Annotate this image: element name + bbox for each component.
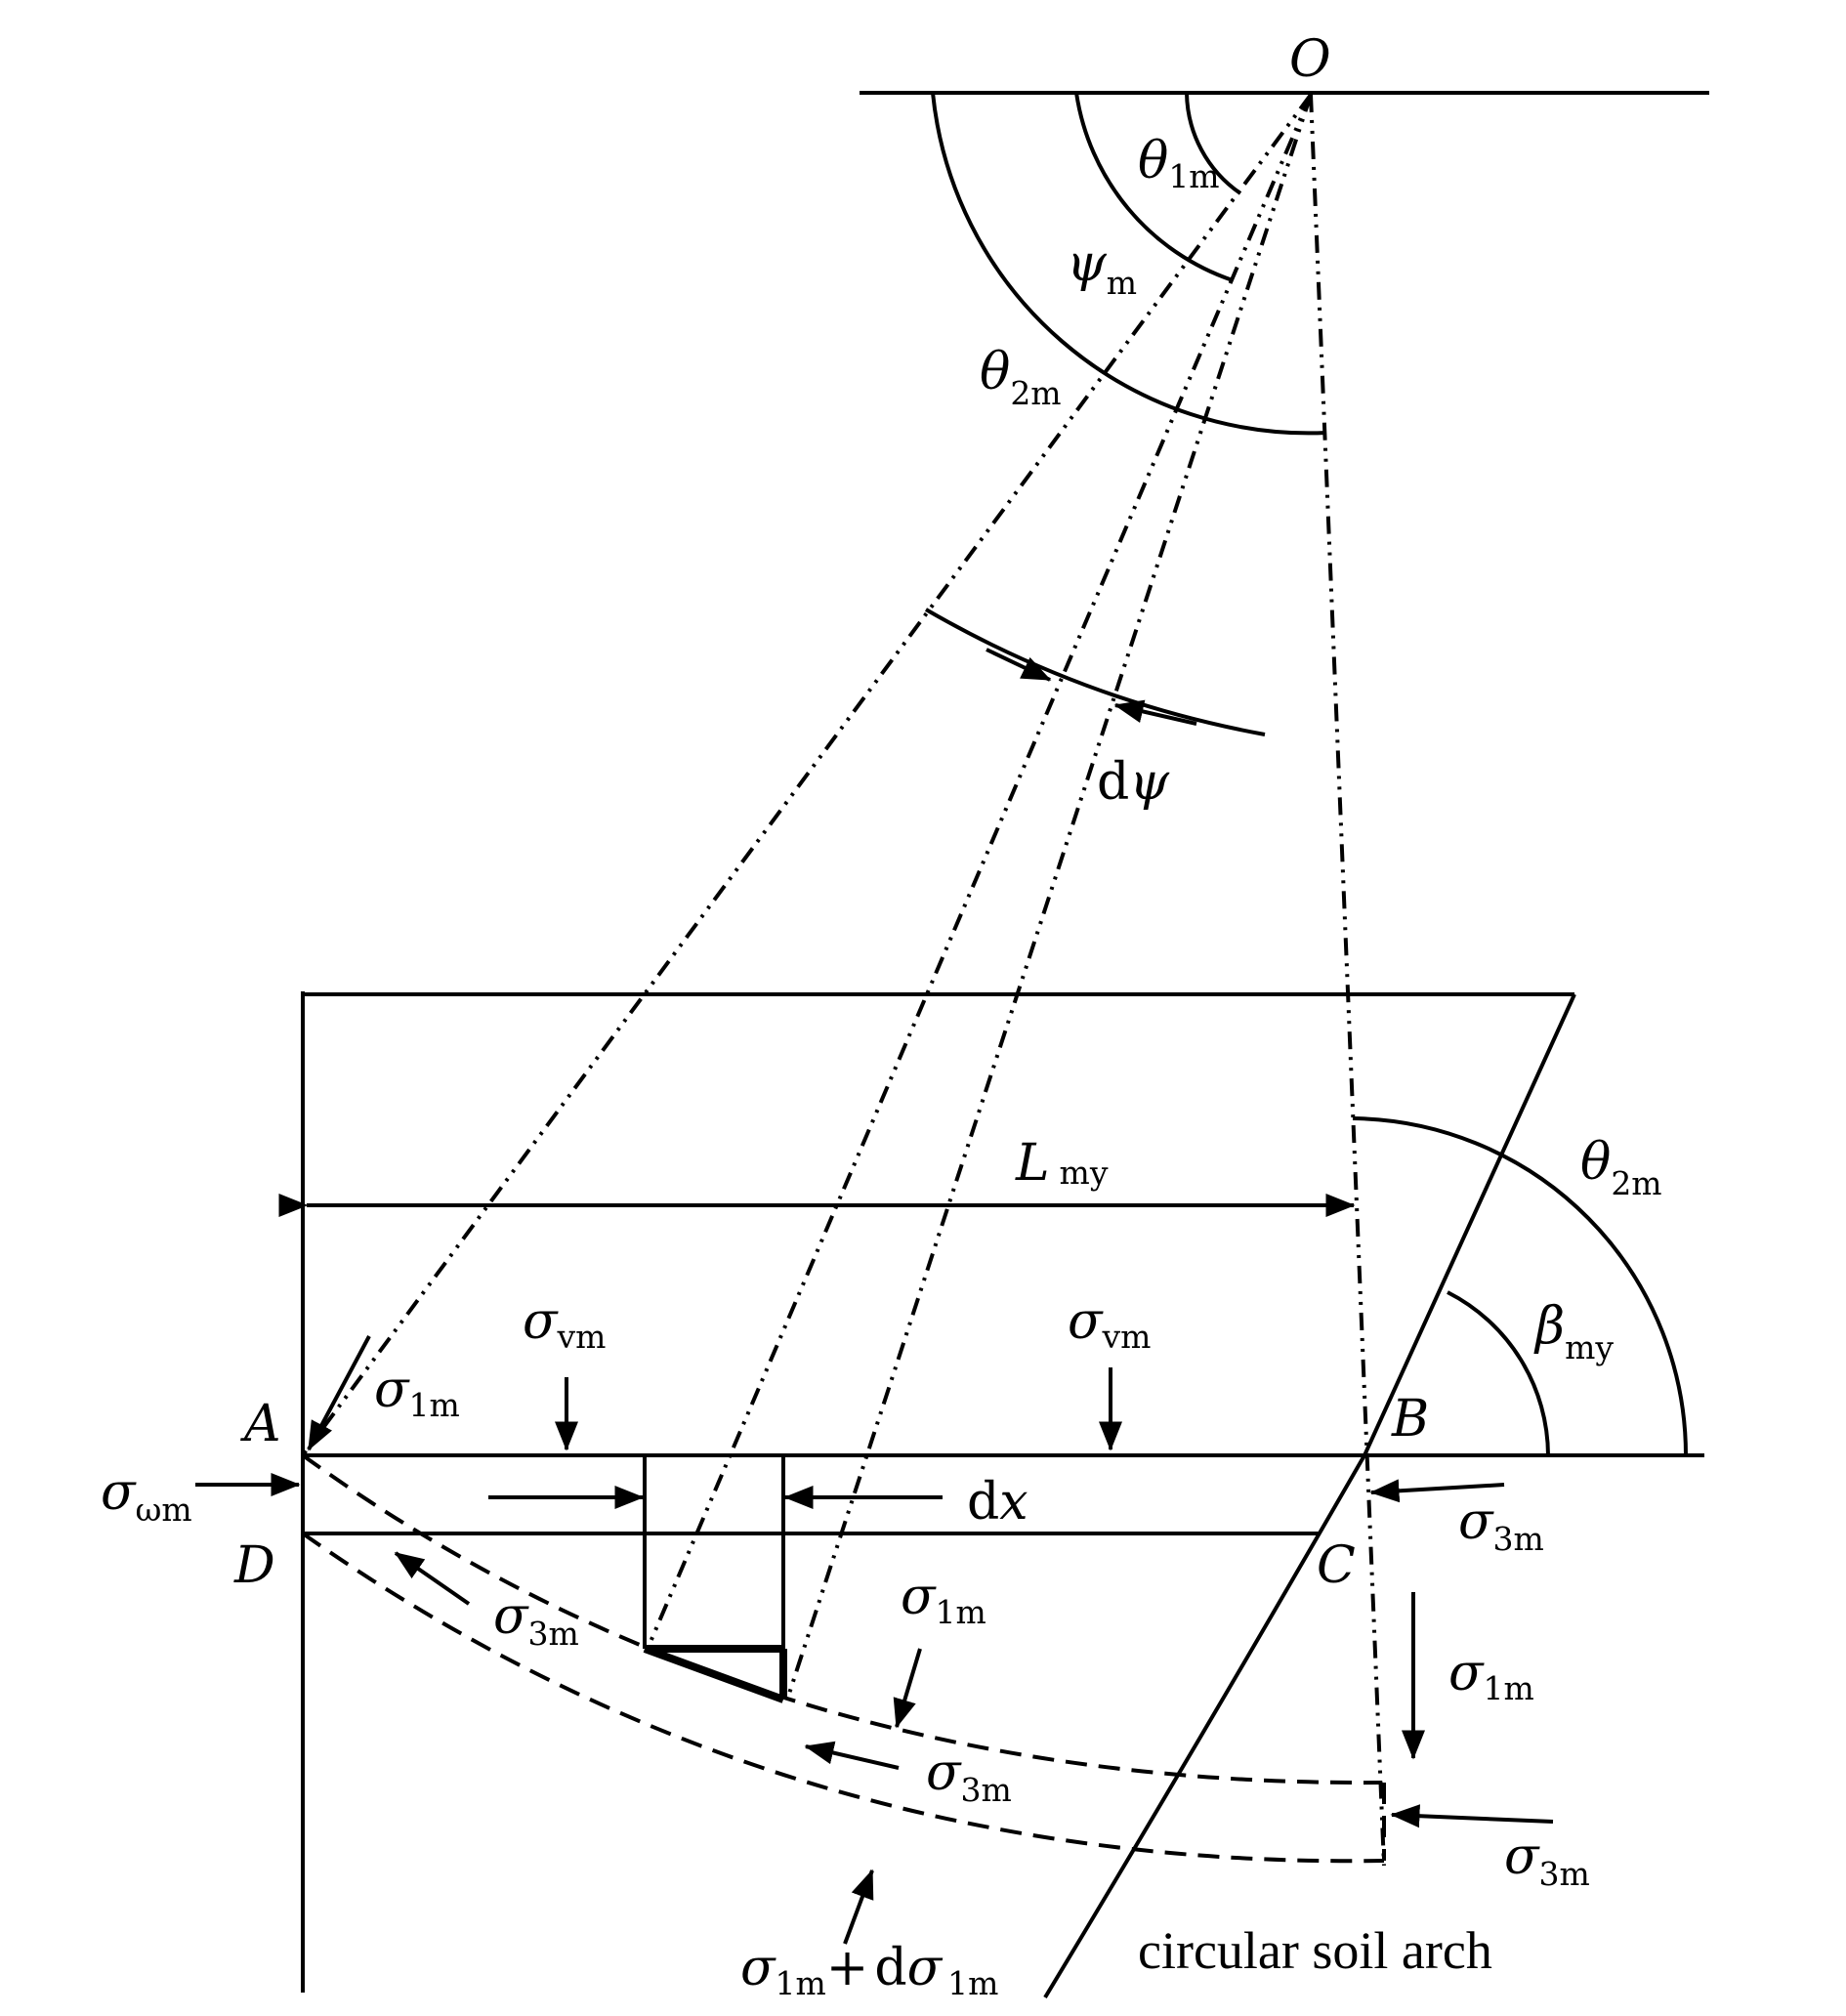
arrow-sigma-3m-arc-mid <box>804 1741 900 1770</box>
arch-boundary-lower <box>301 1532 1385 1864</box>
label-point-O: O <box>1289 30 1331 89</box>
label-sigma-vm-right: σvm <box>1068 1292 1151 1356</box>
arrow-sigma-1m-A <box>307 1335 371 1451</box>
label-point-B: B <box>1391 1390 1429 1449</box>
label-dx: dx <box>967 1473 1028 1532</box>
arc-beta <box>1447 1290 1550 1456</box>
label-point-C: C <box>1317 1536 1356 1595</box>
label-sigma-1m-A: σ1m <box>374 1361 460 1424</box>
label-point-A: A <box>240 1395 281 1453</box>
arrow-sigma-3m-arc-left <box>394 1551 471 1606</box>
label-theta-2m-right: θ2m <box>1580 1133 1662 1202</box>
label-beta-my: βmy <box>1533 1297 1614 1366</box>
label-sigma-3m-arc-mid: σ3m <box>926 1743 1012 1809</box>
ray-O-A <box>301 93 1313 1457</box>
label-sigma-3m-right-top: σ3m <box>1458 1492 1544 1558</box>
ray-O-C <box>1309 94 1386 1867</box>
label-psi-m: ψm <box>1067 234 1137 302</box>
label-theta-1m: θ1m <box>1138 132 1220 195</box>
arrow-sigma-1m-arc <box>893 1648 922 1729</box>
label-theta-2m-top: θ2m <box>980 343 1062 412</box>
arc-theta1 <box>1185 92 1242 195</box>
label-sigma-vm-left: σvm <box>523 1292 606 1356</box>
ray-O-element-right <box>785 94 1313 1701</box>
arrow-sigma-3m-right-top <box>1369 1479 1505 1503</box>
label-sigma-3m-arc-left: σ3m <box>493 1587 579 1653</box>
label-sigma-1m-arc: σ1m <box>901 1568 986 1631</box>
label-sigma-omega-m: σωm <box>101 1463 192 1529</box>
label-point-D: D <box>233 1536 275 1595</box>
arc-theta2-right <box>1352 1116 1688 1456</box>
arrow-dpsi-right <box>1113 699 1197 726</box>
arrow-sigma-bottom <box>843 1869 874 1945</box>
circular-arch-curve <box>1043 1454 1366 1999</box>
slip-line <box>1363 993 1576 1456</box>
label-d-psi: dψ <box>1097 753 1170 812</box>
label-sigma-3m-right-bottom: σ3m <box>1504 1827 1590 1893</box>
caption-circular-soil-arch: circular soil arch <box>1138 1921 1492 1980</box>
arc-psi <box>1074 92 1234 282</box>
arc-dpsi <box>924 608 1266 736</box>
arc-theta2-top <box>931 92 1327 436</box>
arrow-sigma-3m-right-bottom <box>1390 1804 1554 1828</box>
label-sigma-1m-right: σ1m <box>1448 1644 1534 1707</box>
arch-boundary-upper <box>301 1453 1383 1785</box>
arrow-dpsi-left <box>986 648 1052 682</box>
ray-O-element-left <box>646 94 1313 1650</box>
